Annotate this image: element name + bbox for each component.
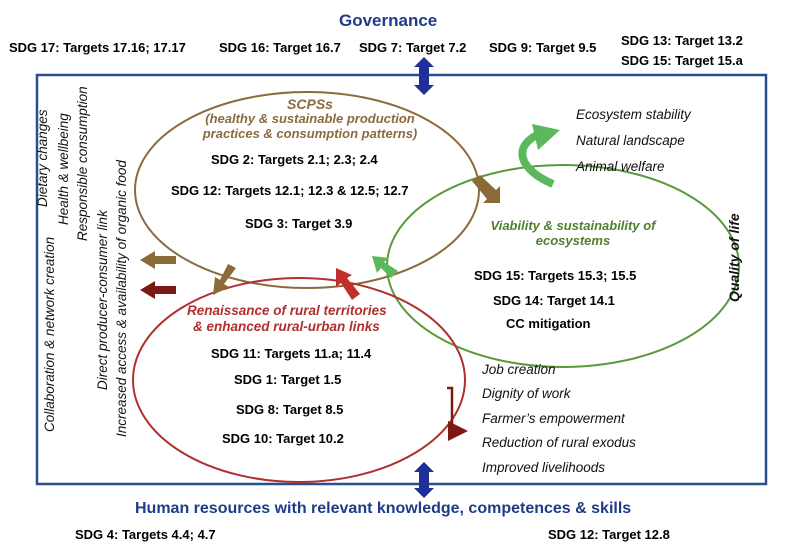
scpss-target-sdg12: SDG 12: Targets 12.1; 12.3 & 12.5; 12.7 <box>171 183 409 198</box>
governance-target-sdg16: SDG 16: Target 16.7 <box>219 40 341 55</box>
left-brown-arrow <box>140 251 176 269</box>
ecosystems-target-sdg14: SDG 14: Target 14.1 <box>493 293 615 308</box>
governance-target-sdg13: SDG 13: Target 13.2 <box>621 33 743 48</box>
scpss-to-ecosystems-arrow <box>472 175 500 203</box>
governance-target-sdg15a: SDG 15: Target 15.a <box>621 53 743 68</box>
governance-title: Governance <box>339 11 438 30</box>
rural-target-sdg1: SDG 1: Target 1.5 <box>234 372 342 387</box>
human-resources-double-arrow <box>414 462 434 498</box>
linkage-organic-food-access: Increased access & availability of organ… <box>114 160 129 437</box>
rural-to-scpss-arrow <box>336 268 360 300</box>
governance-target-sdg7: SDG 7: Target 7.2 <box>359 40 467 55</box>
outcome-farmer-empowerment: Farmer’s empowerment <box>482 411 625 426</box>
rural-target-sdg11: SDG 11: Targets 11.a; 11.4 <box>211 346 372 361</box>
rural-title-1: Renaissance of rural territories <box>187 303 387 318</box>
outcome-ecosystem-stability: Ecosystem stability <box>576 107 691 122</box>
consumption-responsible: Responsible consumption <box>75 86 90 241</box>
linkage-collaboration: Collaboration & network creation <box>42 236 57 432</box>
outcome-dignity-of-work: Dignity of work <box>482 386 571 401</box>
linkage-direct-producer-consumer: Direct producer-consumer link <box>95 210 110 390</box>
scpss-target-sdg2: SDG 2: Targets 2.1; 2.3; 2.4 <box>211 152 378 167</box>
consumption-health-wellbeing: Health & wellbeing <box>56 113 71 225</box>
ecosystems-title-2: ecosystems <box>535 233 611 248</box>
scpss-title: SCPSs <box>287 96 333 112</box>
outcome-improved-livelihoods: Improved livelihoods <box>482 460 606 475</box>
bent-darkred-arrow <box>447 386 468 441</box>
curved-green-arrow <box>518 124 560 188</box>
outcome-natural-landscape: Natural landscape <box>576 133 685 148</box>
human-resources-title: Human resources with relevant knowledge,… <box>135 500 632 517</box>
rural-ellipse <box>132 277 466 483</box>
ecosystems-cc-mitigation: CC mitigation <box>506 316 591 331</box>
quality-of-life-frame <box>35 73 768 486</box>
scpss-ellipse <box>134 91 480 289</box>
ecosystems-title-1: Viability & sustainability of <box>490 218 656 233</box>
outcome-job-creation: Job creation <box>482 362 556 377</box>
scpss-target-sdg3: SDG 3: Target 3.9 <box>245 216 353 231</box>
rural-target-sdg8: SDG 8: Target 8.5 <box>236 402 344 417</box>
consumption-dietary-changes: Dietary changes <box>35 109 50 207</box>
rural-target-sdg10: SDG 10: Target 10.2 <box>222 431 344 446</box>
quality-of-life-label: Quality of life <box>726 213 742 302</box>
left-darkred-arrow <box>140 281 176 299</box>
rural-title-2: & enhanced rural-urban links <box>193 319 380 334</box>
governance-double-arrow <box>414 57 434 95</box>
ecosystems-target-sdg15: SDG 15: Targets 15.3; 15.5 <box>474 268 637 283</box>
governance-target-sdg17: SDG 17: Targets 17.16; 17.17 <box>9 40 186 55</box>
governance-target-sdg9: SDG 9: Target 9.5 <box>489 40 597 55</box>
human-resources-target-sdg4: SDG 4: Targets 4.4; 4.7 <box>75 527 216 542</box>
scpss-subtitle-2: practices & consumption patterns) <box>202 126 418 141</box>
ecosystems-ellipse <box>386 164 740 368</box>
outcome-reduction-rural-exodus: Reduction of rural exodus <box>482 435 636 450</box>
outcome-animal-welfare: Animal welfare <box>576 159 665 174</box>
human-resources-target-sdg12: SDG 12: Target 12.8 <box>548 527 670 542</box>
scpss-to-rural-arrow <box>213 264 236 295</box>
ecosystems-to-rural-arrow <box>372 256 398 278</box>
scpss-subtitle-1: (healthy & sustainable production <box>205 111 415 126</box>
